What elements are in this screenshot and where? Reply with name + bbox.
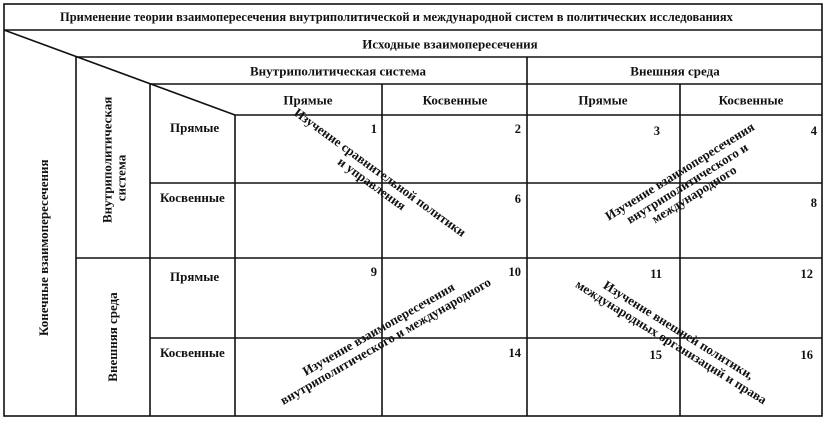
cell-number: 3 (653, 124, 660, 138)
header-external-direct: Прямые (578, 92, 628, 108)
cell-number: 10 (508, 265, 522, 279)
cell-number: 12 (800, 267, 814, 281)
cell-number: 1 (370, 122, 377, 136)
row-internal-direct: Прямые (170, 120, 220, 135)
header-external-indirect: Косвенные (718, 92, 784, 108)
header-internal: Внутриполитическая система (250, 63, 426, 79)
row-external-indirect: Косвенные (160, 345, 225, 360)
header-initial: Исходные взаимопересечения (362, 36, 538, 52)
side-external: Внешняя среда (105, 292, 121, 382)
cell-number: 11 (650, 267, 662, 281)
side-final: Конечные взаимопересечения (36, 159, 52, 336)
row-external-direct: Прямые (170, 269, 220, 284)
header-external: Внешняя среда (630, 63, 720, 79)
cell-number: 8 (810, 196, 817, 210)
cell-number: 6 (514, 192, 521, 206)
table-title: Применение теории взаимопересечения внут… (60, 10, 733, 24)
cell-number: 2 (514, 122, 521, 136)
cell-number: 14 (508, 346, 522, 360)
table-border (3, 3, 823, 417)
header-internal-indirect: Косвенные (422, 92, 488, 108)
corner-diagonal (3, 29, 236, 116)
cell-number: 15 (649, 348, 663, 362)
header-internal-direct: Прямые (283, 92, 333, 108)
side-internal: Внутриполитическая система (99, 97, 128, 223)
cell-number: 9 (370, 265, 377, 279)
cell-number: 16 (800, 348, 814, 362)
row-internal-indirect: Косвенные (160, 190, 225, 205)
cell-number: 4 (810, 124, 817, 138)
